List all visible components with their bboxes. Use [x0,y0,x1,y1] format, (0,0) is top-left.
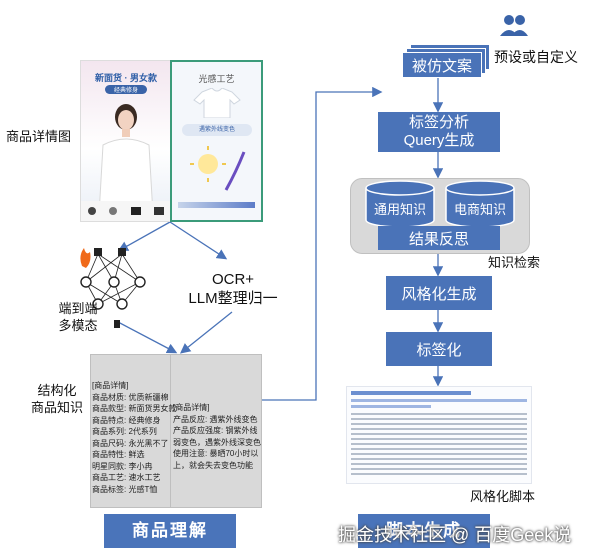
sun-icon [190,146,246,191]
arrow-ocr-to-panel [179,311,233,354]
arrow-model-to-panel [117,321,178,354]
product-info-left: [商品详情] 商品材质: 优质新疆棉 商品款型: 新面货男女款 商品特点: 经典… [92,381,177,494]
product-understanding-title: 商品理解 [104,514,236,548]
info-panel-right [170,354,262,508]
product-detail-image-2: 光感工艺 遇紫外线变色 [170,60,263,222]
ocr-llm-label: OCR+ LLM整理归一 [188,271,278,307]
arrow-img-to-ocr [169,221,228,260]
arrow-panel-to-copy [260,86,383,401]
arrow-img-to-model [117,221,171,252]
knowledge-retrieval-label: 知识检索 [488,255,541,270]
result-reflection-box: 结果反思 [378,226,500,250]
styled-script-label: 风格化脚本 [470,489,536,504]
tagging-box: 标签化 [386,332,492,366]
watermark: 掘金技术社区 @ 百度Geek说 [338,525,572,545]
style-generation-box: 风格化生成 [386,276,492,310]
info-panel-left [90,354,172,508]
detail-image-label: 商品详情图 [6,129,72,144]
styled-script-preview [346,386,532,484]
img2-title: 光感工艺 [198,74,235,84]
img1-title: 新面货 · 男女款 [95,73,157,83]
img1-tag: 经典修身 [105,85,147,94]
ecommerce-knowledge-db: 电商知识 [453,202,506,217]
tshirt-icon [193,88,241,118]
img1-thumbnails [81,201,171,221]
tag-analysis-box: 标签分析 Query生成 [378,112,500,152]
end-to-end-label: 端到端 多模态 [58,301,98,333]
multimodal-network-figure [80,248,146,328]
persona-label: 预设或自定义 [494,49,578,65]
structured-knowledge-label: 结构化 商品知识 [30,383,83,415]
script-generation-title: 脚本生成 [358,514,490,548]
img2-banner: 遇紫外线变色 [182,124,252,136]
general-knowledge-db: 通用知识 [373,202,426,217]
copy-box: 被仿文案 [402,52,482,78]
product-detail-image-1: 新面货 · 男女款 经典修身 [80,60,172,222]
model-person-figure [98,104,154,216]
product-info-right: [商品详情] 产品反应: 遇紫外线变色 产品反应强度: 钢紫外线 弱变色，遇紫外… [173,403,261,470]
user-group-icon [500,15,528,36]
